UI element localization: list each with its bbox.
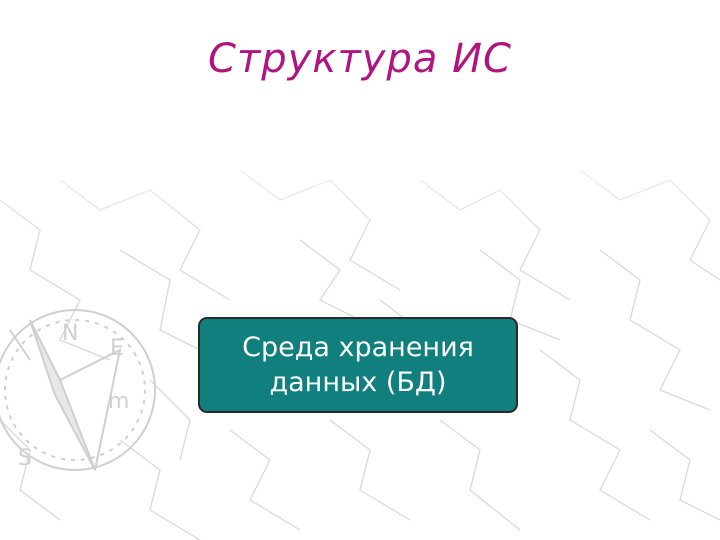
storage-node-box: Среда хранения данных (БД) — [198, 317, 518, 413]
slide-title: Структура ИС — [208, 36, 512, 82]
